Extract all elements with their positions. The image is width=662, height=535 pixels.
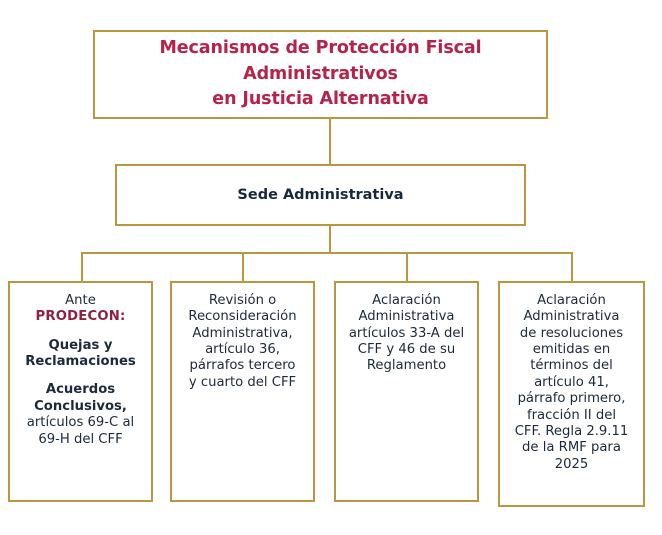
text-line-6: Acuerdos	[45, 382, 116, 398]
text-line-0: Aclaración	[372, 293, 441, 308]
text-line-0: Aclaración	[537, 293, 606, 308]
title-line-1: Mecanismos de Protección Fiscal Administ…	[159, 38, 482, 84]
text-line-8: artículos 69-C al	[26, 415, 135, 431]
text-line-0: Revisión o	[208, 293, 277, 308]
connector-title-to-sede	[329, 119, 331, 165]
text-line-9: 69-H del CFF	[38, 431, 123, 447]
text-line-4: Reglamento	[366, 358, 447, 374]
connector-drop-leaf-3	[406, 252, 408, 282]
connector-drop-leaf-2	[242, 252, 244, 282]
text-line-2: de resoluciones	[519, 325, 624, 341]
sede-administrativa-label: Sede Administrativa	[237, 187, 404, 203]
line-spacer	[16, 326, 145, 338]
connector-sede-to-bus	[329, 225, 331, 253]
connector-drop-leaf-4	[571, 252, 573, 282]
text-line-2: Administrativa,	[192, 325, 293, 341]
text-line-1: Administrativa	[358, 309, 455, 325]
diagram-title-text: Mecanismos de Protección Fiscal Administ…	[95, 36, 546, 112]
diagram-title-box: Mecanismos de Protección Fiscal Administ…	[93, 30, 548, 119]
text-line-7: fracción II del	[526, 407, 617, 423]
text-line-1: PRODECON:	[35, 309, 126, 325]
text-line-1: Administrativa	[523, 309, 620, 325]
text-line-8: CFF. Regla 2.9.11	[514, 423, 629, 439]
text-line-1: Reconsideración	[188, 309, 297, 325]
sede-administrativa-box: Sede Administrativa	[115, 164, 526, 226]
text-line-3: Quejas y	[48, 337, 113, 353]
text-line-7: Conclusivos,	[34, 398, 127, 414]
text-line-2: artículos 33-A del	[348, 325, 465, 341]
connector-drop-leaf-1	[81, 252, 83, 282]
text-line-3: emitidas en	[532, 342, 611, 358]
text-line-9: de la RMF para	[522, 440, 621, 456]
connector-horizontal-bus	[81, 252, 573, 254]
text-line-0: Ante	[65, 293, 96, 308]
text-line-3: artículo 36,	[205, 342, 280, 358]
text-line-5: artículo 41,	[534, 374, 609, 390]
text-line-10: 2025	[554, 456, 589, 472]
title-line-2: en Justicia Alternativa	[212, 89, 429, 110]
text-line-4: párrafos tercero	[189, 358, 296, 374]
text-line-5: y cuarto del CFF	[188, 374, 297, 390]
text-line-4: términos del	[530, 358, 613, 374]
text-line-6: párrafo primero,	[517, 391, 626, 407]
line-spacer	[16, 370, 145, 382]
text-line-3: CFF y 46 de su	[357, 342, 456, 358]
text-line-4: Reclamaciones	[25, 354, 136, 370]
